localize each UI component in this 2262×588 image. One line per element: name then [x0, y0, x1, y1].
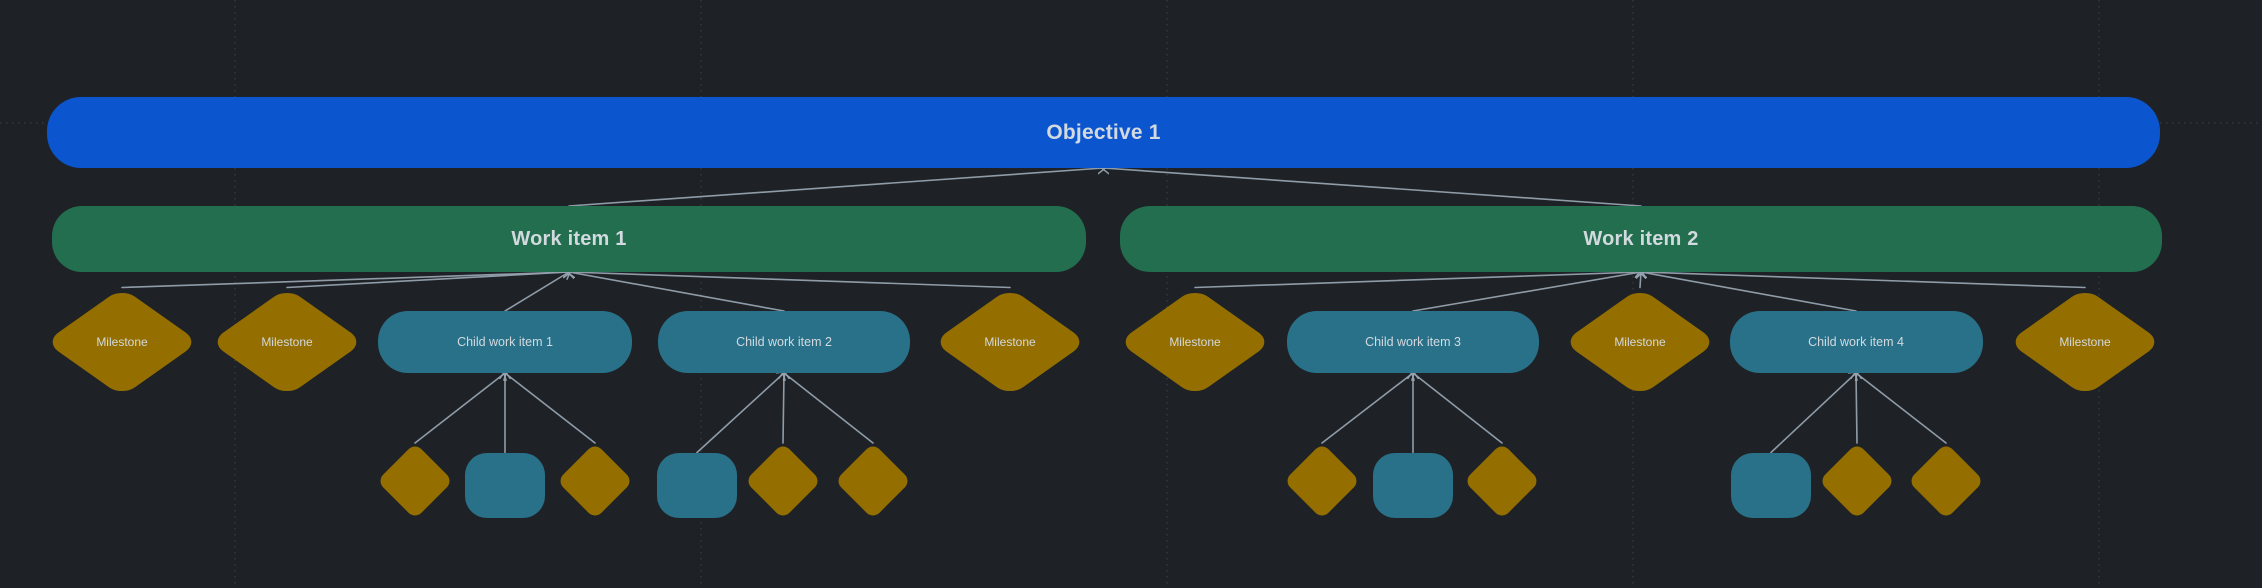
diamond-shape: [1463, 442, 1541, 520]
diamond-shape: [556, 442, 634, 520]
node-label: Child work item 2: [736, 335, 832, 349]
node-task-2a[interactable]: [657, 452, 737, 518]
diamond-shape: [376, 442, 454, 520]
diamond-shape: [1907, 442, 1985, 520]
node-milestone-3[interactable]: Milestone: [933, 287, 1087, 397]
diamond-shape: [2008, 287, 2162, 397]
diamond-shape: [45, 287, 199, 397]
node-milestone-4[interactable]: Milestone: [1118, 287, 1272, 397]
node-milestone-6[interactable]: Milestone: [2008, 287, 2162, 397]
node-task-4a[interactable]: [1731, 452, 1811, 518]
node-task-2b[interactable]: [744, 442, 822, 520]
diamond-shape: [1118, 287, 1272, 397]
node-child-work-item-4[interactable]: Child work item 4: [1729, 311, 1983, 373]
node-label: Child work item 1: [457, 335, 553, 349]
node-task-1b[interactable]: [465, 452, 545, 518]
node-label: Child work item 4: [1808, 335, 1904, 349]
node-task-4c[interactable]: [1907, 442, 1985, 520]
node-task-1a[interactable]: [376, 442, 454, 520]
node-milestone-2[interactable]: Milestone: [210, 287, 364, 397]
diamond-shape: [933, 287, 1087, 397]
node-label: Child work item 3: [1365, 335, 1461, 349]
diamond-shape: [1283, 442, 1361, 520]
diamond-shape: [1563, 287, 1717, 397]
node-label: Work item 1: [511, 227, 627, 250]
node-task-4b[interactable]: [1818, 442, 1896, 520]
diamond-shape: [210, 287, 364, 397]
node-milestone-1[interactable]: Milestone: [45, 287, 199, 397]
node-work-item-1[interactable]: Work item 1: [52, 206, 1086, 272]
diamond-shape: [1818, 442, 1896, 520]
node-task-3a[interactable]: [1283, 442, 1361, 520]
node-task-2c[interactable]: [834, 442, 912, 520]
node-task-3b[interactable]: [1373, 452, 1453, 518]
node-objective-1[interactable]: Objective 1: [47, 97, 2160, 168]
node-milestone-5[interactable]: Milestone: [1563, 287, 1717, 397]
node-work-item-2[interactable]: Work item 2: [1120, 206, 2162, 272]
node-child-work-item-1[interactable]: Child work item 1: [378, 311, 632, 373]
node-task-3c[interactable]: [1463, 442, 1541, 520]
node-label: Work item 2: [1583, 227, 1699, 250]
node-child-work-item-2[interactable]: Child work item 2: [658, 311, 910, 373]
diamond-shape: [744, 442, 822, 520]
diamond-shape: [834, 442, 912, 520]
node-label: Objective 1: [1046, 120, 1161, 144]
node-task-1c[interactable]: [556, 442, 634, 520]
node-child-work-item-3[interactable]: Child work item 3: [1287, 311, 1539, 373]
